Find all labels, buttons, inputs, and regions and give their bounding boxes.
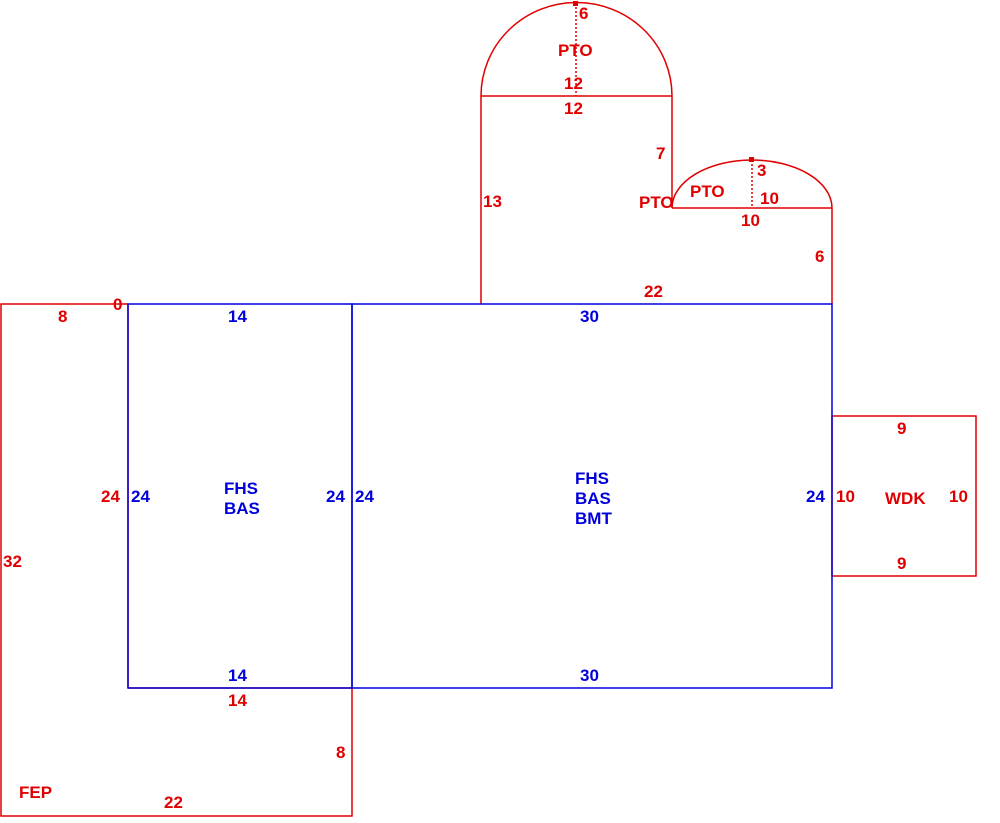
main-right-code-2: BAS <box>575 489 611 508</box>
pto-upper-arc-chord: 12 <box>564 74 583 93</box>
pto-lower-outline <box>671 157 833 304</box>
fep-right-dim: 8 <box>336 743 345 762</box>
wdk-code: WDK <box>885 489 926 508</box>
main-right-code-1: FHS <box>575 469 609 488</box>
main-right-top-dim: 30 <box>580 307 599 326</box>
main-left-bottom-dim: 14 <box>228 666 247 685</box>
pto-upper-bottom-dim: 22 <box>644 282 663 301</box>
main-left-code-1: FHS <box>224 479 258 498</box>
main-right-code-3: BMT <box>575 509 612 528</box>
wdk-right-dim: 10 <box>949 487 968 506</box>
fep-inner-bottom-dim: 14 <box>228 691 247 710</box>
main-left-top-dim: 14 <box>228 307 247 326</box>
pto-lower-top-dim: 10 <box>741 211 760 230</box>
wdk-left-dim: 10 <box>836 487 855 506</box>
pto-lower-code: PTO <box>690 182 725 201</box>
main-right-left-dim: 24 <box>355 487 374 506</box>
pto-lower-arc-chord: 10 <box>760 189 779 208</box>
pto-upper-code: PTO <box>558 41 593 60</box>
main-right-outline <box>351 303 833 689</box>
fep-top-offset-dim: 0 <box>113 295 122 314</box>
main-right-bottom-dim: 30 <box>580 666 599 685</box>
pto-upper-outline <box>480 1 673 304</box>
pto-lower-arc-height: 3 <box>757 161 766 180</box>
main-right-right-dim: 24 <box>806 487 825 506</box>
pto-upper-arc-height: 6 <box>579 4 588 23</box>
pto-upper-right-dim: 7 <box>656 144 665 163</box>
main-left-left-dim: 24 <box>131 487 150 506</box>
fep-left-dim: 32 <box>3 552 22 571</box>
fep-code: FEP <box>19 783 52 802</box>
pto-corner-code: PTO <box>639 193 674 212</box>
fep-outline <box>0 303 353 817</box>
wdk-bottom-dim: 9 <box>897 554 906 573</box>
main-left-code-2: BAS <box>224 499 260 518</box>
main-left-right-dim: 24 <box>326 487 345 506</box>
fep-inner-right-dim: 24 <box>101 487 120 506</box>
fep-bottom-dim: 22 <box>164 793 183 812</box>
fep-top-dim: 8 <box>58 307 67 326</box>
wdk-top-dim: 9 <box>897 419 906 438</box>
pto-lower-right-dim: 6 <box>815 247 824 266</box>
pto-upper-left-dim: 13 <box>483 192 502 211</box>
pto-upper-top-dim: 12 <box>564 99 583 118</box>
